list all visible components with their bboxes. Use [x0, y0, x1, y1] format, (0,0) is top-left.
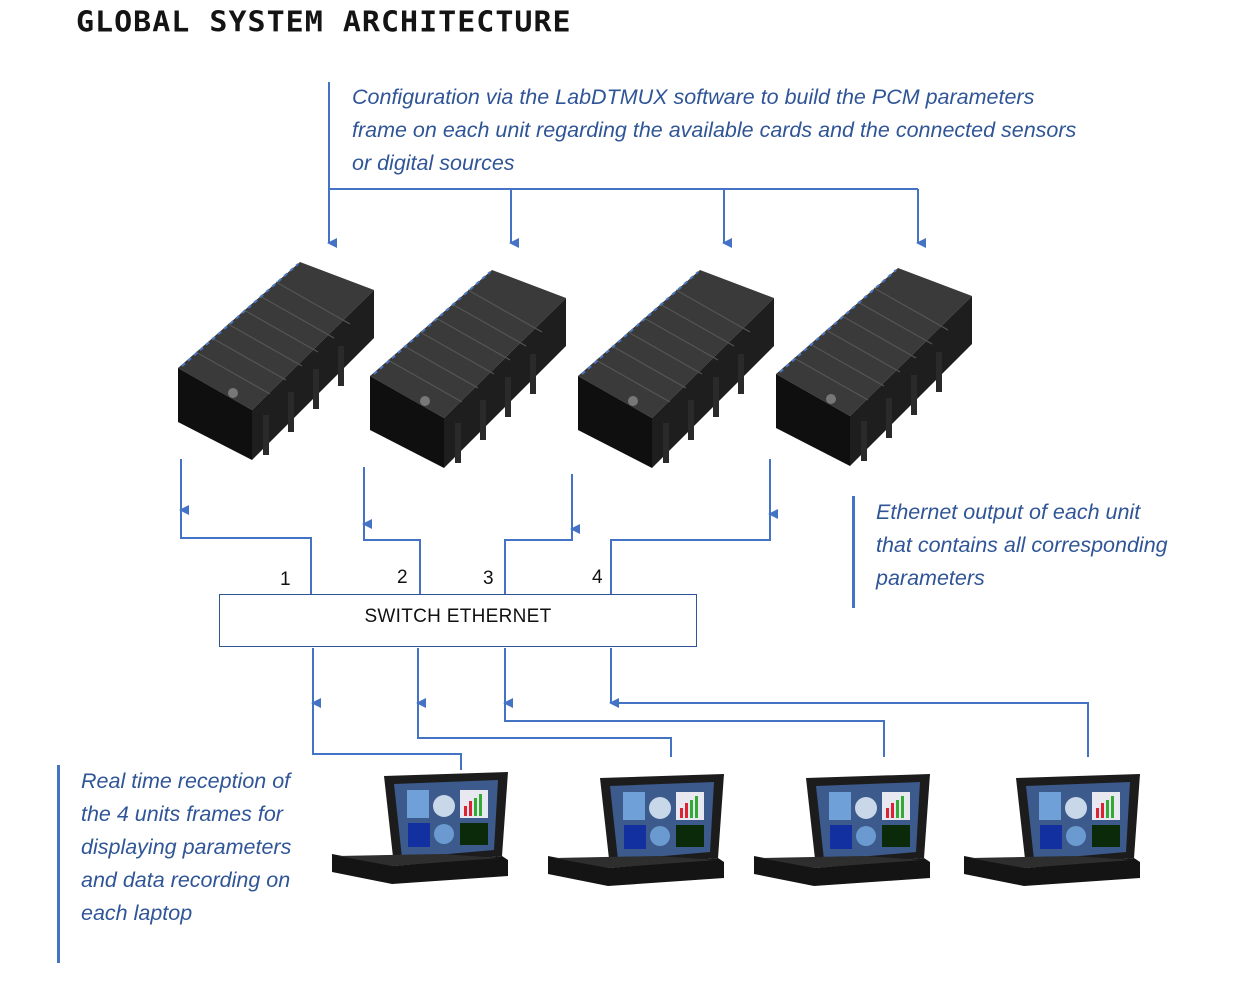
port-label-3: 3: [483, 568, 494, 589]
laptop-feed-4: [611, 702, 1089, 757]
switch-label: SWITCH ETHERNET: [364, 605, 552, 627]
switch-input-1: [180, 510, 312, 594]
realtime-reception-note: Real time reception of the 4 units frame…: [81, 769, 292, 925]
laptop-feed-3: [504, 703, 885, 757]
realtime-note-bar: [57, 765, 60, 963]
acquisition-unit-2: [370, 270, 566, 468]
configuration-note: Configuration via the LabDTMUX software …: [352, 85, 1077, 175]
laptop-4: [964, 774, 1140, 886]
laptop-feed-2: [417, 703, 672, 757]
switch-input-3: [504, 529, 573, 594]
port-label-2: 2: [397, 567, 408, 588]
ethernet-output-note: Ethernet output of each unit that contai…: [876, 500, 1168, 590]
ethernet-note-bar: [852, 496, 855, 608]
acquisition-unit-4: [776, 268, 972, 466]
laptop-feed-1: [312, 703, 462, 770]
laptop-1: [332, 772, 508, 884]
acquisition-unit-3: [578, 270, 774, 468]
laptop-2: [548, 774, 724, 886]
page-title: GLOBAL SYSTEM ARCHITECTURE: [76, 6, 572, 40]
switch-input-4: [610, 514, 771, 594]
acquisition-unit-1: [178, 262, 374, 460]
port-label-4: 4: [592, 567, 603, 588]
ethernet-switch: SWITCH ETHERNET: [219, 594, 697, 647]
port-label-1: 1: [280, 569, 291, 590]
switch-input-2: [363, 524, 421, 594]
laptop-3: [754, 774, 930, 886]
